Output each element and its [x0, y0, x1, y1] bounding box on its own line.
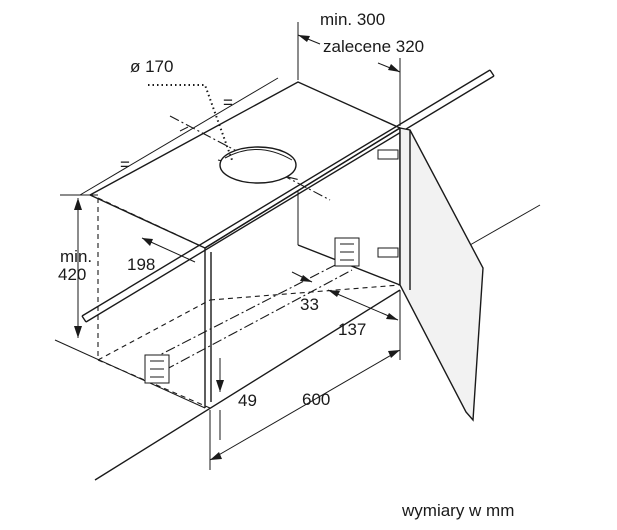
- dim-300-arrow: [298, 35, 310, 42]
- appliance-outline-back: [209, 284, 401, 301]
- mounting-bracket-right: [334, 237, 360, 267]
- dim-137-line: [327, 289, 399, 321]
- rail-upper-end-right: [489, 69, 495, 77]
- floor-line: [94, 289, 401, 481]
- dim-600-arrow-right: [388, 350, 400, 358]
- dim-320-arrow: [388, 64, 400, 72]
- floor-left-line: [54, 339, 206, 409]
- hinge-lower: [377, 247, 399, 258]
- label-equal-1: =: [223, 93, 233, 112]
- label-dim-49: 49: [238, 391, 257, 410]
- dim-equal-line: [79, 77, 279, 196]
- rail-upper-inner: [85, 75, 495, 323]
- label-dim-600: 600: [302, 390, 330, 409]
- dim-49-arrow: [216, 380, 224, 392]
- cabinet-front-top-edge: [204, 127, 401, 249]
- label-units-note: wymiary w mm: [401, 501, 514, 520]
- label-min-420-line2: 420: [58, 265, 86, 284]
- dim-137-arrow-left: [328, 290, 340, 297]
- appliance-outline-top: [97, 197, 206, 249]
- appliance-outline-mid: [97, 299, 211, 361]
- diameter-leader: [148, 84, 233, 161]
- cabinet-door: [399, 127, 484, 422]
- label-equal-2: =: [120, 155, 130, 174]
- duct-opening: [219, 146, 297, 184]
- label-dim-137: 137: [338, 320, 366, 339]
- wall-right-line: [469, 204, 541, 246]
- rail-upper-end: [81, 315, 87, 323]
- rail-upper-outer: [81, 69, 491, 317]
- hinge-upper: [377, 149, 399, 160]
- dim-198-arrow: [142, 238, 153, 246]
- label-dim-198: 198: [127, 255, 155, 274]
- label-min-300: min. 300: [320, 10, 385, 29]
- dim-600-arrow-left: [210, 452, 222, 460]
- label-zalecene-320: zalecene 320: [323, 37, 424, 56]
- dim-420-arrow-bottom: [74, 326, 82, 338]
- dim-33-arrow: [300, 275, 312, 282]
- dim-420-arrow-top: [74, 198, 82, 210]
- label-diameter-170: ø 170: [130, 57, 173, 76]
- centerline-lower-2: [164, 269, 353, 371]
- label-dim-33: 33: [300, 295, 319, 314]
- label-min-420-line1: min.: [60, 247, 92, 266]
- dim-equal-tick: [179, 126, 189, 132]
- centerline-lower: [149, 259, 346, 361]
- mounting-bracket-left: [144, 354, 170, 384]
- dim-600-line: [209, 349, 401, 461]
- dim-137-arrow-right: [386, 313, 398, 320]
